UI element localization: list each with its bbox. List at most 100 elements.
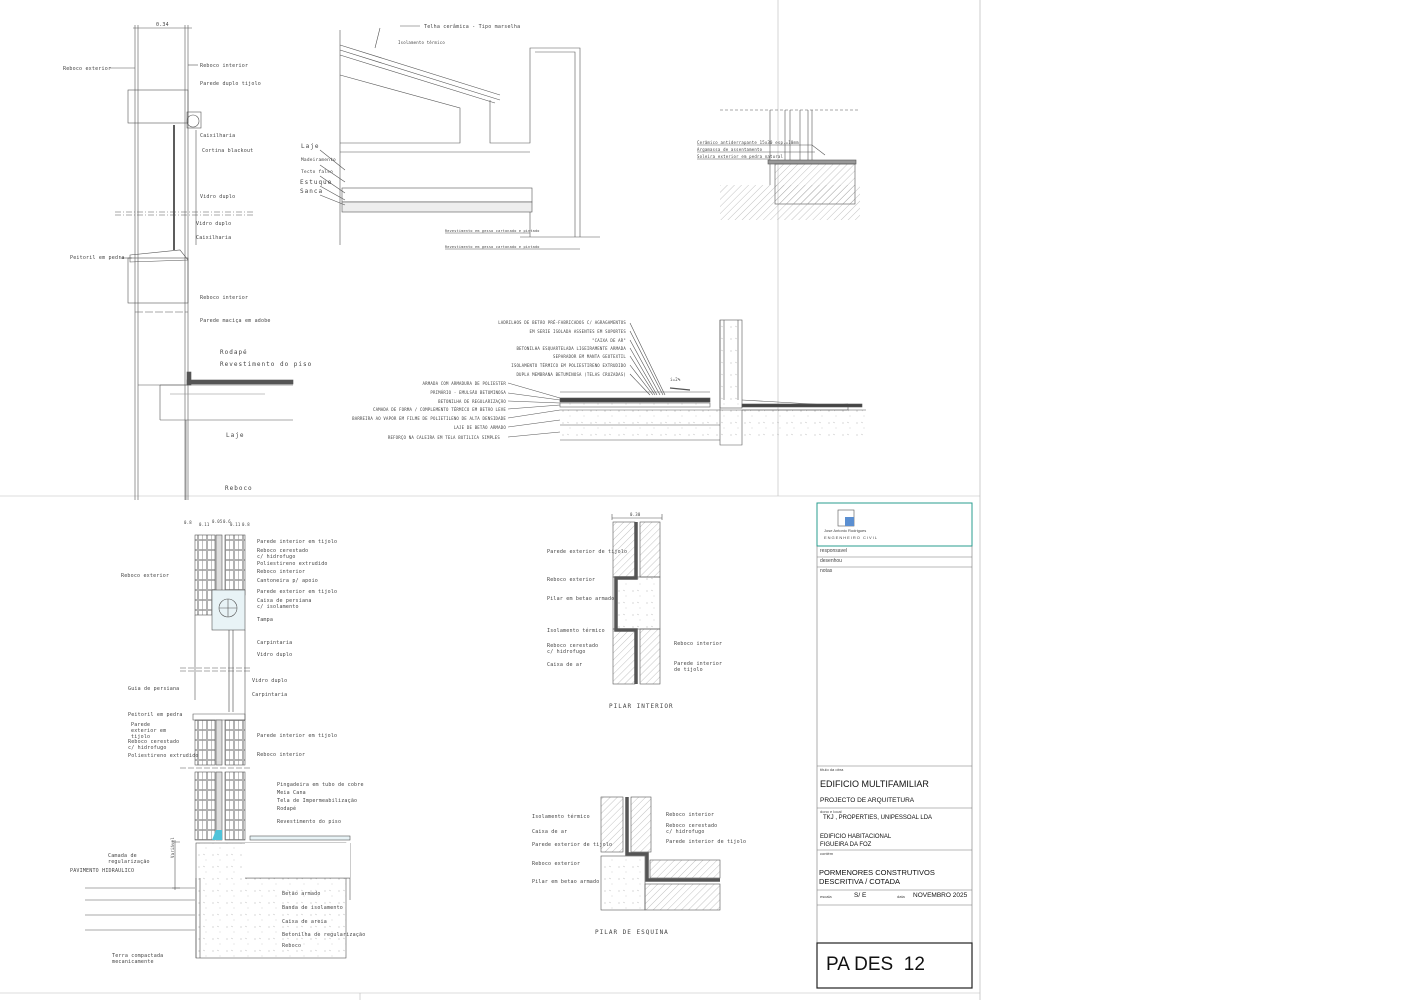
dimension-label: 0.8 (184, 520, 192, 525)
annotation: Madeiramento (301, 158, 336, 163)
dimension-label: 0.11 (230, 522, 241, 527)
title-block-lines (816, 502, 973, 989)
annotation: Soleira exterior em pedra natural (697, 154, 784, 159)
annotation: Isolamento térmico (532, 814, 590, 820)
annotation: Pilar em betao armado (547, 596, 615, 602)
annotation: Tecto falso (301, 170, 334, 175)
annotation: Tela de Impermeabilização (277, 798, 358, 804)
dimension-label: 0.34 (156, 22, 169, 28)
pilar-interior-lines (611, 514, 663, 685)
annotation: Laje (226, 432, 245, 439)
annotation: Reboco (282, 943, 302, 949)
annotation: Revestimento do piso (277, 819, 342, 825)
dimension-label: 0.11 (199, 522, 210, 527)
contents-2: DESCRITIVA / COTADA (819, 877, 900, 886)
annotation: Variável (170, 837, 175, 858)
annotation: Revestimento em gesso cartonado e pintad… (445, 229, 540, 233)
annotation: Parede duplo tijolo (200, 81, 261, 87)
annotation: EM SERIE ISOLADA ASSENTES EM SUPORTES (529, 329, 626, 334)
dimension-label: 0.6 (223, 519, 231, 524)
company-role: ENGENHEIRO CIVIL (824, 535, 879, 540)
date-value: NOVEMBRO 2025 (913, 892, 968, 899)
detail-title: PILAR DE ESQUINA (595, 929, 669, 936)
annotation: Parede interior de tijolo (674, 661, 723, 673)
annotation: Parede exterior de tijolo (547, 549, 628, 555)
wall-section-lines (85, 534, 351, 959)
annotation: Reboco interior (200, 63, 249, 69)
annotation: Caixa de ar (547, 662, 583, 668)
annotation: BARREIRA AO VAPOR EM FILME DE POLIETILEN… (352, 416, 506, 421)
annotation: Cerâmico antiderrapante 15x30 esp.=10mm (697, 140, 799, 145)
annotation: Banda de isolamento (282, 905, 343, 911)
annotation: Cantoneira p/ apoio (257, 578, 318, 584)
owner: TKJ , PROPERTIES, UNIPESSOAL LDA (823, 815, 933, 821)
annotation: Parede interior em tijolo (257, 539, 338, 545)
annotation: Meia Cana (277, 790, 306, 796)
annotation: BETONILHA DE REGULARIZAÇÃO (438, 399, 506, 404)
annotation: PAVIMENTO HIDRAULICO (70, 868, 135, 874)
annotation: Vidro duplo (196, 221, 232, 227)
location-2: FIGUEIRA DA FOZ (820, 842, 872, 848)
annotation: Tampa (257, 617, 274, 623)
annotation: Parede exterior de tijolo (532, 842, 613, 848)
titulo-label: título da obra (820, 767, 844, 772)
contents-1: PORMENORES CONSTRUTIVOS (819, 868, 935, 877)
annotation: Reboco exterior (63, 66, 112, 72)
annotation: Poliestireno extrudido (128, 753, 199, 759)
annotation: Revestimento em gesso cartonado e pintad… (445, 245, 540, 249)
annotation: Reboco interior (666, 812, 715, 818)
escala-label: escala (820, 894, 832, 899)
annotation: LAJE DE BETÃO ARMADO (453, 425, 506, 430)
sheet-id: PA DES 12 (826, 954, 925, 975)
responsavel-label: responsavel (820, 548, 847, 554)
annotation: Caixa de ar (532, 829, 568, 835)
annotation: Reboco exterior (547, 577, 596, 583)
annotation: Reboco (225, 485, 253, 492)
annotation: Isolamento térmico (398, 40, 445, 45)
project-type: PROJECTO DE ARQUITETURA (820, 797, 915, 804)
annotation: Pilar em betao armado (532, 879, 600, 885)
annotation: Carpintaria (257, 640, 293, 646)
annotation: Carpintaria (252, 692, 288, 698)
contem-label: contém (820, 851, 834, 856)
annotation: ISOLAMENTO TÉRMICO EM POLIESTIRENO EXTRU… (511, 363, 626, 368)
notas-label: notas (820, 568, 833, 574)
pilar-esquina-lines (600, 796, 721, 911)
annotation: Parede exterior em tijolo (257, 589, 338, 595)
annotation: Rodapé (220, 349, 248, 356)
annotation: Revestimento do piso (220, 361, 313, 368)
annotation: Caixilharia (200, 133, 236, 139)
project-title: EDIFICIO MULTIFAMILIAR (820, 779, 929, 789)
annotation: BETONILHA ESQUARTELADA LIGEIRAMENTE ARMA… (516, 346, 626, 351)
location-1: EDIFICIO HABITACIONAL (820, 834, 892, 840)
threshold-detail-lines (697, 109, 860, 220)
annotation: Caixa de persiana c/ isolamento (257, 598, 312, 610)
annotation: Reboco cerestado c/ hidrofugo (128, 739, 180, 751)
annotation: Guia de persiana (128, 686, 180, 692)
annotation: Pingadeira em tubo de cobre (277, 782, 364, 788)
annotation: Sanca (300, 188, 324, 195)
terrace-detail-lines (507, 319, 866, 446)
annotation: Parede maciça em adobe (200, 318, 271, 324)
annotation: Parede interior em tijolo (257, 733, 338, 739)
floor-detail-lines (135, 311, 294, 500)
slope-label: i=2% (670, 377, 681, 382)
desenhou-label: desenhou (820, 558, 842, 564)
annotation: DUPLA MEMBRANA BETUMINOSA (TELAS CRUZADA… (516, 372, 626, 377)
annotation: Rodapé (277, 806, 297, 812)
annotation: Caixilharia (196, 235, 232, 241)
annotation: Reboco interior (674, 641, 723, 647)
data-label: data (897, 894, 905, 899)
annotation: Reboco exterior (121, 573, 170, 579)
annotation: Cortina blackout (202, 148, 254, 154)
annotation: Argamassa de assentamento (697, 147, 763, 152)
annotation: Vidro duplo (200, 194, 236, 200)
dimension-label: 0.30 (630, 512, 641, 517)
annotation: Vidro duplo (257, 652, 293, 658)
annotation: Betão armado (282, 891, 321, 897)
annotation: Reboco cerestado c/ hidrofugo (666, 823, 718, 835)
annotation: Reboco interior (257, 569, 306, 575)
company-name: Jose Antonio Rodrigues (824, 528, 867, 533)
annotation: ARMADA COM ARMADURA DE POLIESTER (422, 381, 506, 386)
